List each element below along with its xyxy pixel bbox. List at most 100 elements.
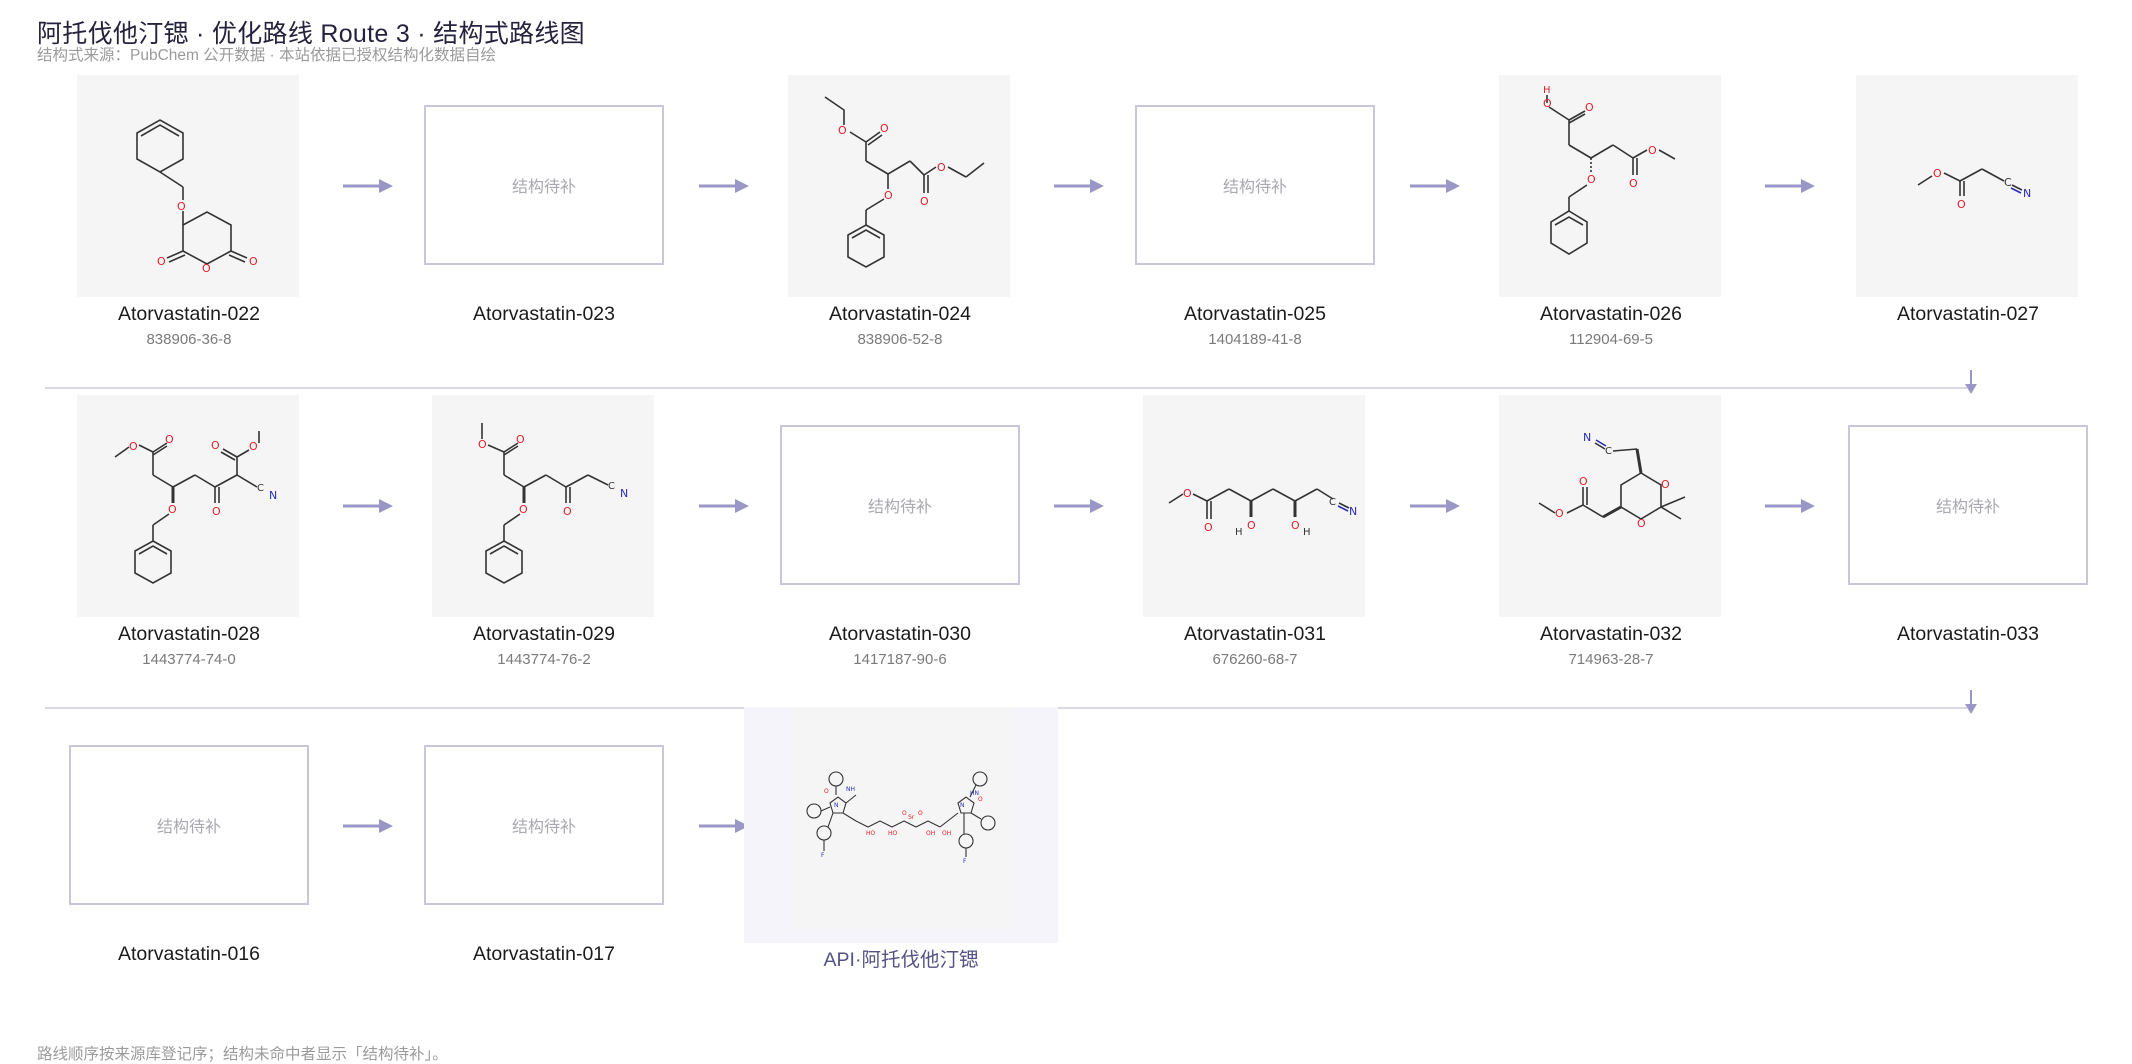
node-cas: 838906-36-8 <box>146 331 232 348</box>
molecule-api: NH O N N HN O HO HO O Sr O OH OH F F <box>806 771 996 865</box>
node-name: Atorvastatin-025 <box>1184 303 1326 325</box>
svg-text:N: N <box>620 487 628 500</box>
svg-text:N: N <box>269 489 277 502</box>
node-cas: 676260-68-7 <box>1212 651 1298 668</box>
svg-text:O: O <box>920 195 929 208</box>
node-name: Atorvastatin-032 <box>1540 623 1682 645</box>
svg-text:O: O <box>1587 173 1596 186</box>
svg-text:N: N <box>1349 505 1357 518</box>
flow-arrow-icon <box>699 819 749 833</box>
flow-arrow-icon <box>343 819 393 833</box>
flow-arrow-icon <box>1765 179 1815 193</box>
svg-text:N: N <box>834 802 839 809</box>
svg-text:O: O <box>211 439 220 452</box>
structure-image: O O O O C N <box>432 395 654 617</box>
svg-text:O: O <box>902 810 907 817</box>
svg-text:N: N <box>2023 187 2031 200</box>
svg-text:O: O <box>1204 521 1213 534</box>
svg-text:O: O <box>177 200 186 213</box>
svg-text:O: O <box>1933 167 1942 180</box>
svg-text:O: O <box>165 433 174 446</box>
node-name: Atorvastatin-028 <box>118 623 260 645</box>
svg-text:O: O <box>1661 478 1670 491</box>
footer-note: 路线顺序按来源库登记序；结构未命中者显示「结构待补」。 <box>37 1046 448 1063</box>
svg-text:O: O <box>168 503 177 516</box>
molecule-024: O O O O O <box>824 96 985 268</box>
structure-image: O O H O O H C N <box>1143 395 1365 617</box>
svg-text:H: H <box>1543 85 1551 96</box>
svg-text:O: O <box>1555 507 1564 520</box>
svg-text:O: O <box>1637 517 1646 530</box>
node-cas: 1404189-41-8 <box>1208 331 1302 348</box>
svg-text:NH: NH <box>846 786 855 793</box>
svg-text:O: O <box>1543 97 1552 110</box>
structure-image: O O O O O <box>788 75 1010 297</box>
svg-text:O: O <box>937 161 946 174</box>
node-name: Atorvastatin-033 <box>1897 623 2039 645</box>
structure-image: H O O O O O <box>1499 75 1721 297</box>
molecule-028: O O O O O O C N <box>114 431 277 584</box>
flow-arrow-icon <box>1410 499 1460 513</box>
flow-arrow-icon <box>1410 179 1460 193</box>
down-arrow-icon <box>1965 370 1977 394</box>
svg-text:O: O <box>157 255 166 268</box>
svg-text:O: O <box>202 262 211 275</box>
flow-arrow-icon <box>699 179 749 193</box>
svg-text:O: O <box>249 440 258 453</box>
node-name: Atorvastatin-031 <box>1184 623 1326 645</box>
svg-text:O: O <box>212 505 221 518</box>
node-name: Atorvastatin-030 <box>829 623 971 645</box>
svg-text:HO: HO <box>888 830 898 837</box>
molecule-029: O O O O C N <box>478 423 628 584</box>
node-name: Atorvastatin-027 <box>1897 303 2039 325</box>
svg-text:O: O <box>880 122 889 135</box>
structure-image: NH O N N HN O HO HO O Sr O OH OH F F <box>790 707 1012 929</box>
flow-arrow-icon <box>1765 499 1815 513</box>
svg-text:O: O <box>1247 519 1256 532</box>
molecule-027: O O C N <box>1917 167 2031 211</box>
node-name: Atorvastatin-024 <box>829 303 971 325</box>
node-cas: 1417187-90-6 <box>853 651 947 668</box>
node-name: Atorvastatin-022 <box>118 303 260 325</box>
flow-arrow-icon <box>1054 499 1104 513</box>
page-subtitle: 结构式来源：PubChem 公开数据 · 本站依据已授权结构化数据自绘 <box>37 47 497 64</box>
svg-text:F: F <box>821 852 825 859</box>
molecule-022: O O O O <box>136 119 258 275</box>
svg-text:O: O <box>1579 475 1588 488</box>
svg-text:O: O <box>884 189 893 202</box>
api-card[interactable]: NH O N N HN O HO HO O Sr O OH OH F F <box>744 707 1058 943</box>
structure-image: O O O O <box>77 75 299 297</box>
svg-text:O: O <box>1585 101 1594 114</box>
structure-placeholder: 结构待补 <box>424 745 664 905</box>
svg-text:N: N <box>1583 431 1591 444</box>
svg-text:F: F <box>963 858 967 865</box>
node-cas: 1443774-76-2 <box>497 651 591 668</box>
svg-text:O: O <box>918 810 923 817</box>
page-title: 阿托伐他汀锶 · 优化路线 Route 3 · 结构式路线图 <box>37 20 585 48</box>
node-name: Atorvastatin-023 <box>473 303 615 325</box>
svg-text:O: O <box>824 788 829 795</box>
structure-image: O O C N <box>1856 75 2078 297</box>
svg-text:O: O <box>1648 144 1657 157</box>
svg-text:O: O <box>838 124 847 137</box>
svg-text:Sr: Sr <box>908 814 915 821</box>
flow-arrow-icon <box>699 499 749 513</box>
node-cas: 838906-52-8 <box>857 331 943 348</box>
structure-placeholder: 结构待补 <box>1135 105 1375 265</box>
svg-text:C: C <box>2004 176 2012 189</box>
svg-text:HO: HO <box>866 830 876 837</box>
svg-text:O: O <box>516 433 525 446</box>
svg-text:O: O <box>478 438 487 451</box>
svg-text:O: O <box>978 796 983 803</box>
api-name: API·阿托伐他汀锶 <box>823 949 979 971</box>
molecule-031: O O H O O H C N <box>1168 487 1357 538</box>
flow-arrow-icon <box>343 499 393 513</box>
svg-text:OH: OH <box>942 830 951 837</box>
flow-arrow-icon <box>1054 179 1104 193</box>
structure-placeholder: 结构待补 <box>1848 425 2088 585</box>
structure-image: O O O O O O C N <box>77 395 299 617</box>
svg-text:O: O <box>1291 519 1300 532</box>
node-cas: 1443774-74-0 <box>142 651 236 668</box>
structure-placeholder: 结构待补 <box>780 425 1020 585</box>
molecule-032: N C O O O O <box>1538 431 1686 530</box>
